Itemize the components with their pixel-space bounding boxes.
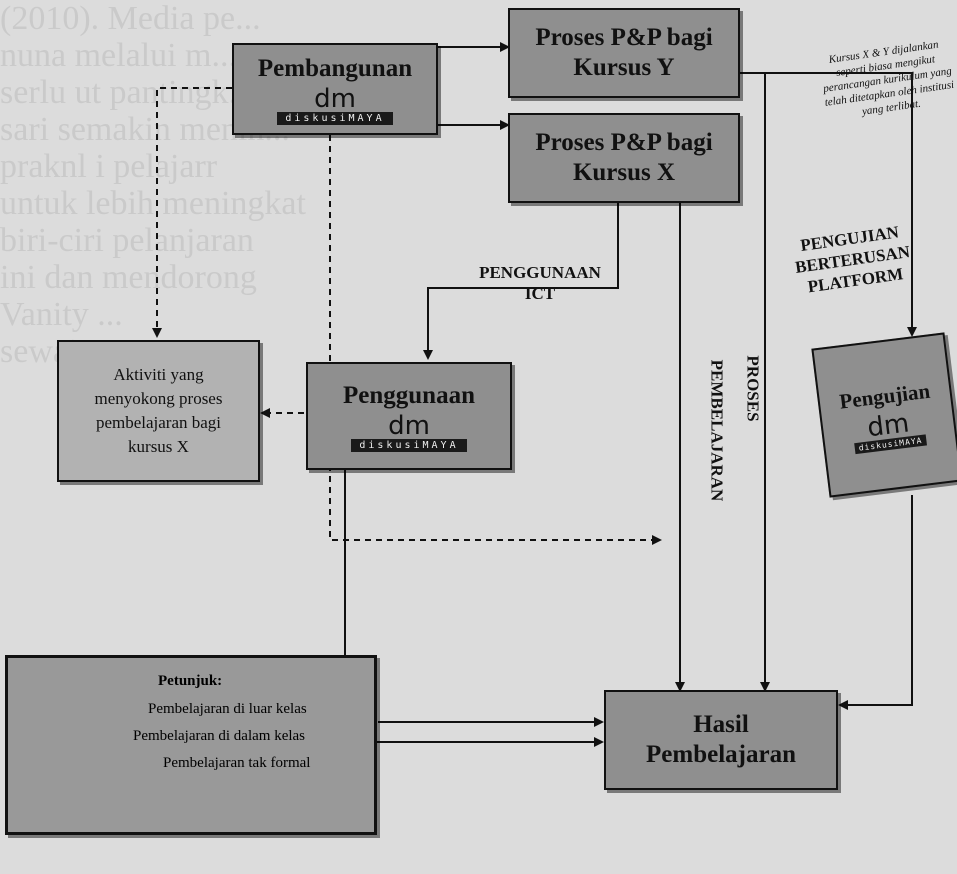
arrow-penggunaan-to-hasil <box>344 470 604 747</box>
legend-item-tak-formal: Pembelajaran tak formal <box>163 755 311 771</box>
diskusimaya-logo: dm diskusiMAYA <box>351 410 467 452</box>
box-hasil-pembelajaran: Hasil Pembelajaran <box>604 690 838 790</box>
arrow-pembangunan-to-aktiviti <box>152 87 232 338</box>
aktiviti-line1: Aktiviti yang <box>113 365 204 384</box>
legend-item-luar-kelas: Pembelajaran di luar kelas <box>148 701 307 717</box>
label-penggunaan-ict-line2: ICT <box>524 284 556 303</box>
box-pembangunan: Pembangunan dm diskusiMAYA <box>232 43 438 135</box>
box-penggunaan: Penggunaan dm diskusiMAYA <box>306 362 512 470</box>
box-proses-y: Proses P&P bagi Kursus Y <box>508 8 740 98</box>
label-penggunaan-ict-line1: PENGGUNAAN <box>479 263 601 282</box>
arrow-proses-x-to-penggunaan <box>423 190 619 360</box>
arrow-pengujian-to-hasil <box>838 495 913 710</box>
hasil-line2: Pembelajaran <box>646 741 796 768</box>
aktiviti-line3: pembelajaran bagi <box>95 413 222 432</box>
logo-mark: dm <box>388 410 430 441</box>
box-proses-x: Proses P&P bagi Kursus X <box>508 113 740 203</box>
proses-y-line1: Proses P&P bagi <box>535 24 713 51</box>
legend-box: Petunjuk: Pembelajaran di luar kelas Pem… <box>5 655 377 835</box>
logo-wordmark: diskusiMAYA <box>277 111 393 125</box>
penggunaan-title: Penggunaan <box>343 381 475 409</box>
proses-x-line2: Kursus X <box>572 159 676 186</box>
label-penggunaan-ict: PENGGUNAAN ICT <box>460 262 620 304</box>
diskusimaya-logo: dm diskusiMAYA <box>277 83 393 125</box>
diskusimaya-logo: dm diskusiMAYA <box>851 408 927 454</box>
label-proses-vertical: PROSES <box>743 334 764 444</box>
label-pembelajaran-vertical: PEMBELAJARAN <box>707 331 728 531</box>
logo-wordmark: diskusiMAYA <box>351 438 467 452</box>
proses-x-line1: Proses P&P bagi <box>535 129 713 156</box>
box-aktiviti: Aktiviti yang menyokong proses pembelaja… <box>57 340 260 482</box>
legend-item-dalam-kelas: Pembelajaran di dalam kelas <box>133 728 306 744</box>
arrow-proses-y-to-pengujian <box>740 72 917 337</box>
logo-mark: dm <box>314 83 356 114</box>
aktiviti-line2: menyokong proses <box>94 389 223 408</box>
proses-y-line2: Kursus Y <box>573 54 675 81</box>
arrow-pembangunan-to-hasil-dashed <box>329 135 662 545</box>
pembangunan-title: Pembangunan <box>257 54 413 82</box>
label-proses: PROSES <box>743 355 763 422</box>
hasil-line1: Hasil <box>693 711 749 738</box>
legend-title: Petunjuk: <box>158 673 223 689</box>
aktiviti-line4: kursus X <box>128 437 189 456</box>
box-pengujian: Pengujian dm diskusiMAYA <box>811 332 957 498</box>
label-pembelajaran: PEMBELAJARAN <box>707 359 727 502</box>
